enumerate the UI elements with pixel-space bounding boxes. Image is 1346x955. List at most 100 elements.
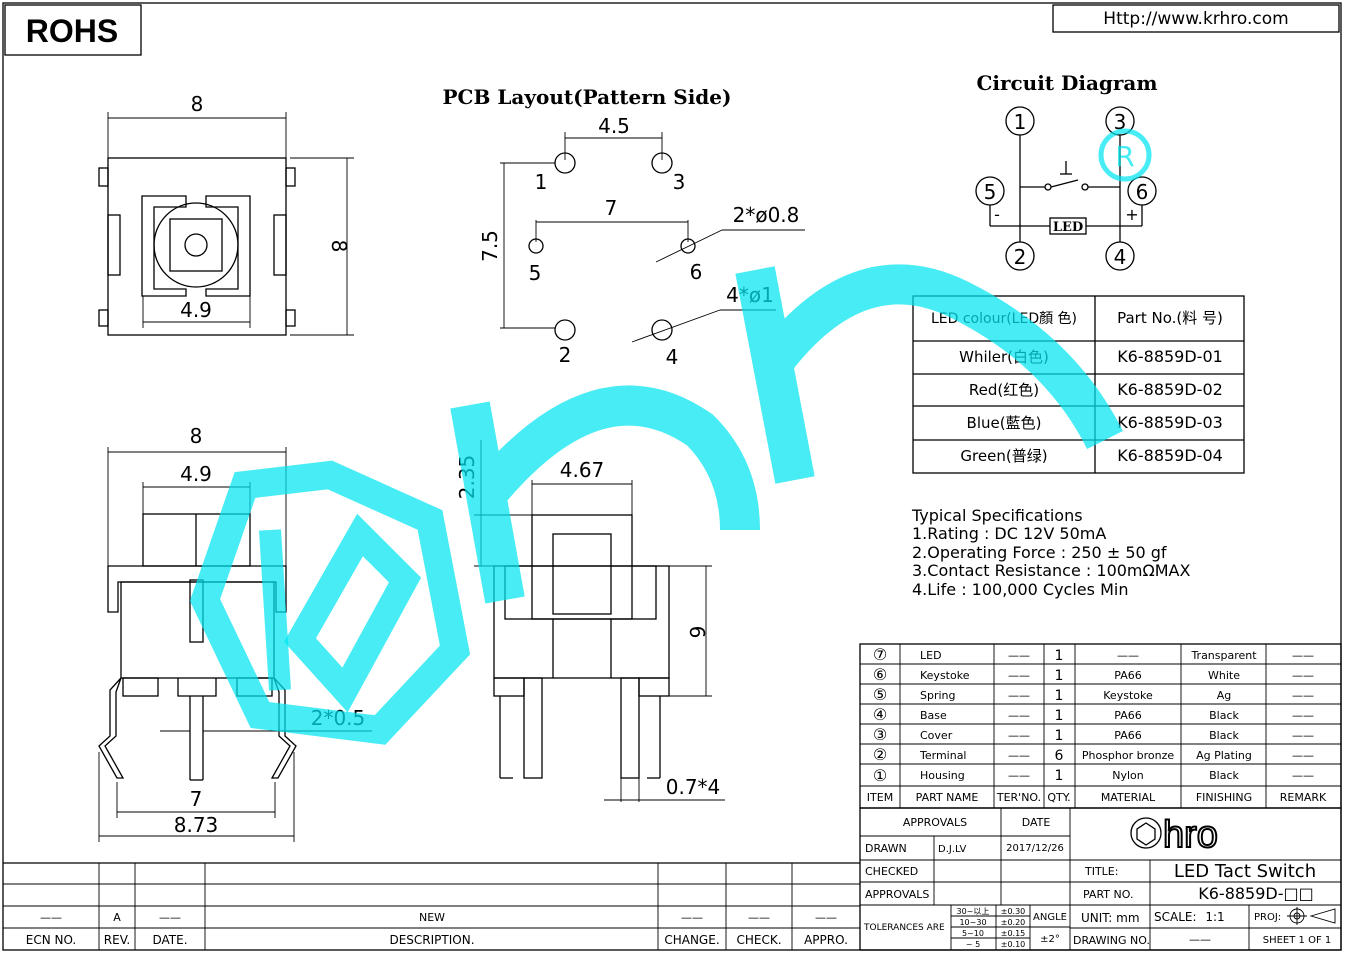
top-view-inner-dim: 4.9: [180, 298, 212, 322]
circuit-led-label: LED: [1053, 220, 1083, 235]
bom-item-no: ④: [873, 705, 887, 724]
revision-header-change: CHANGE.: [664, 933, 719, 947]
circuit-pin-2: 2: [1014, 245, 1027, 269]
pcb-layout-title: PCB Layout(Pattern Side): [443, 85, 732, 109]
bom-item-no: ③: [873, 725, 887, 744]
unit-label: UNIT: mm: [1081, 911, 1140, 925]
bom-finishing: Ag: [1217, 689, 1232, 702]
revision-appro-value: ——: [815, 911, 837, 924]
sheet-number: SHEET 1 OF 1: [1263, 935, 1332, 946]
scale-value: 1:1: [1205, 910, 1224, 924]
pcb-hole-4: [651, 319, 673, 341]
bom-remark: ——: [1292, 729, 1314, 742]
front-view-pitch-dim: 7: [190, 787, 203, 811]
drawing-no-label: DRAWING NO.: [1073, 934, 1150, 947]
side-view-top-dim: 4.67: [560, 458, 605, 482]
led-row-part: K6-8859D-03: [1117, 413, 1223, 432]
bom-remark: ——: [1292, 669, 1314, 682]
tol-value: ±0.30: [1001, 907, 1026, 916]
part-no-label: PART NO.: [1083, 888, 1133, 901]
tol-value: ±0.15: [1001, 929, 1026, 938]
front-view-width-dim: 8: [190, 424, 203, 448]
bom-remark: ——: [1292, 749, 1314, 762]
krhro-watermark: R: [189, 128, 1152, 745]
bom-finishing: White: [1208, 669, 1240, 682]
pcb-pin-6: 6: [690, 260, 703, 284]
specs-title: Typical Specifications: [911, 506, 1083, 525]
bom-finishing: Ag Plating: [1196, 749, 1252, 762]
pcb-pin-5: 5: [529, 261, 542, 285]
bom-table: ⑦ LED —— 1 —— Transparent —— ⑥ Keystoke …: [859, 643, 1342, 809]
bom-finishing: Black: [1209, 769, 1239, 782]
circuit-minus: -: [994, 205, 1000, 224]
url-box: Http://www.krhro.com: [1052, 4, 1340, 33]
bom-qty: 1: [1055, 648, 1064, 664]
bom-ter-no: ——: [1008, 729, 1030, 742]
website-url[interactable]: Http://www.krhro.com: [1103, 9, 1288, 29]
spec-line: 3.Contact Resistance : 100mΩMAX: [912, 561, 1190, 580]
bom-ter-no: ——: [1008, 669, 1030, 682]
rohs-box: ROHS: [4, 4, 142, 56]
watermark-registered-mark: R: [1115, 140, 1134, 173]
bom-material: ——: [1117, 649, 1139, 662]
bom-header-material: MATERIAL: [1101, 791, 1156, 804]
tol-range: 5~10: [962, 929, 984, 938]
revision-header-date: DATE.: [152, 933, 187, 947]
bom-qty: 1: [1055, 768, 1064, 784]
side-view-pin-dim: 0.7*4: [666, 775, 721, 799]
typical-specifications: Typical Specifications 1.Rating : DC 12V…: [911, 506, 1190, 599]
circuit-diagram: Circuit Diagram 1 3 5 6 2 4 LED - +: [975, 71, 1158, 271]
front-view-inner-dim: 4.9: [180, 462, 212, 486]
angle-label: ANGLE: [1033, 912, 1067, 923]
title-label: TITLE:: [1084, 865, 1118, 878]
approvals-header: APPROVALS: [903, 816, 967, 829]
bom-item-no: ①: [873, 766, 887, 785]
hro-logo: hro: [1130, 813, 1219, 857]
bom-qty: 6: [1055, 748, 1064, 764]
tol-range: ~ 5: [966, 940, 980, 949]
circuit-pin-4: 4: [1114, 245, 1127, 269]
pcb-hole-5: [528, 238, 544, 254]
pcb-dim-spacing-mid: 7: [605, 196, 618, 220]
led-row-colour: Blue(藍色): [967, 414, 1042, 432]
led-table-header-part: Part No.(料 号): [1117, 309, 1223, 327]
led-row-part: K6-8859D-04: [1117, 446, 1223, 465]
top-view-height-dim: 8: [327, 240, 351, 253]
bom-part-name: Keystoke: [920, 669, 970, 682]
revision-table: —— A —— NEW —— —— —— ECN NO. REV. DATE. …: [3, 862, 860, 950]
bom-finishing: Transparent: [1190, 649, 1257, 662]
bom-material: Keystoke: [1103, 689, 1153, 702]
bom-qty: 1: [1055, 728, 1064, 744]
checked-label: CHECKED: [865, 865, 918, 878]
bom-header-finishing: FINISHING: [1196, 791, 1252, 804]
approvals-label: APPROVALS: [865, 888, 929, 901]
tol-range: 10~30: [959, 918, 986, 927]
circuit-pin-6: 6: [1136, 180, 1149, 204]
bom-header-qty: QTY.: [1047, 791, 1070, 804]
bom-part-name: Cover: [920, 729, 953, 742]
hro-logo-text: hro: [1163, 814, 1218, 856]
circuit-led-box: [1049, 217, 1087, 235]
top-view: 8 4.9 8: [98, 92, 354, 336]
side-view-height-dim: 6: [685, 626, 709, 639]
bom-remark: ——: [1292, 689, 1314, 702]
bom-material: Phosphor bronze: [1082, 749, 1175, 762]
bom-ter-no: ——: [1008, 649, 1030, 662]
part-no-value: K6-8859D-□□: [1198, 884, 1314, 903]
scale-label: SCALE:: [1154, 910, 1197, 924]
pcb-small-hole-dim: 2*ø0.8: [733, 203, 800, 227]
circuit-pin-5: 5: [984, 180, 997, 204]
bom-item-no: ②: [873, 745, 887, 764]
pcb-dim-spacing-top: 4.5: [598, 114, 630, 138]
bom-header-remark: REMARK: [1280, 791, 1327, 804]
bom-material: Nylon: [1112, 769, 1144, 782]
projection-symbol-icon: [1287, 907, 1336, 925]
led-row-colour: Green(普绿): [960, 447, 1047, 465]
tol-range: 30~以上: [957, 907, 990, 916]
revision-header-description: DESCRIPTION.: [389, 933, 474, 947]
pcb-pin-4: 4: [666, 345, 679, 369]
bom-part-name: Spring: [920, 689, 956, 702]
circuit-pin-3: 3: [1114, 110, 1127, 134]
bom-ter-no: ——: [1008, 769, 1030, 782]
